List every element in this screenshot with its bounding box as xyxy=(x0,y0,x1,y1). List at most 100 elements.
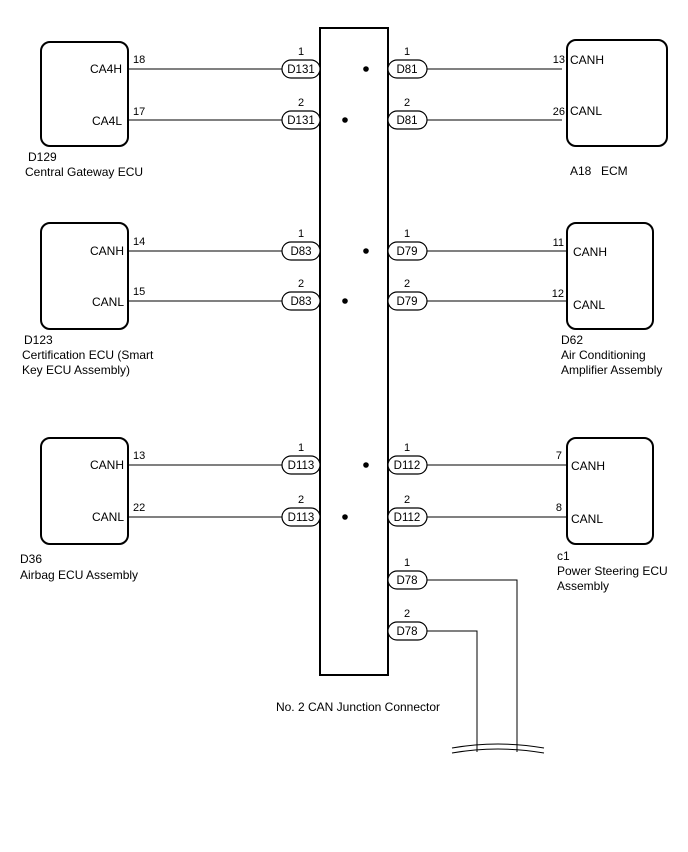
connector-pill xyxy=(387,110,428,130)
power-steering-ecu: CANH CANL 7 8 c1 Power Steering ECU Asse… xyxy=(556,450,668,593)
certification-ecu: CANH CANL 14 15 D123 Certification ECU (… xyxy=(22,236,154,377)
connector-label-d83: D83 xyxy=(290,246,311,258)
power-steering-ecu-box xyxy=(566,437,654,545)
airbag-pin-l-label: CANL xyxy=(92,510,124,524)
pin-number: 1 xyxy=(404,442,410,454)
pin-number: 2 xyxy=(298,278,304,290)
twisted-pair-mark xyxy=(451,743,545,749)
ac-pin-h-number: 11 xyxy=(553,237,564,249)
gateway-pin-h-label: CA4H xyxy=(90,62,122,76)
connector-pill xyxy=(387,507,428,527)
connector-label-d79: D79 xyxy=(396,296,417,308)
cert-code: D123 xyxy=(24,333,53,347)
gateway-pin-h-number: 18 xyxy=(133,54,145,66)
connector-pill xyxy=(281,59,321,79)
connector-pill xyxy=(387,455,428,475)
ac-code: D62 xyxy=(561,333,583,347)
pin-number: 2 xyxy=(298,97,304,109)
airbag-pin-h-label: CANH xyxy=(90,458,124,472)
ecm-pin-l-number: 26 xyxy=(553,106,565,118)
connector-labels: D131 D131 D81 D81 D83 D83 D79 D79 D113 D… xyxy=(287,64,420,638)
connector-pill xyxy=(387,291,428,311)
gateway-pin-l-number: 17 xyxy=(133,106,145,118)
ac-name-line2: Amplifier Assembly xyxy=(561,363,662,377)
connector-label-d83: D83 xyxy=(290,296,311,308)
connector-pill xyxy=(281,241,321,261)
connector-label-d78: D78 xyxy=(396,575,417,587)
connector-label-d81: D81 xyxy=(396,115,417,127)
steering-pin-l-number: 8 xyxy=(556,502,562,514)
gateway-ecu: CA4H CA4L 18 17 D129 Central Gateway ECU xyxy=(25,54,145,179)
pin-number: 1 xyxy=(298,442,304,454)
ecm-pin-l-label: CANL xyxy=(570,104,602,118)
certification-ecu-box xyxy=(40,222,129,330)
airbag-ecu: CANH CANL 13 22 D36 Airbag ECU Assembly xyxy=(20,450,145,582)
connector-label-d79: D79 xyxy=(396,246,417,258)
pin-number: 1 xyxy=(404,557,410,569)
airbag-pin-h-number: 13 xyxy=(133,450,145,462)
connector-pin-numbers: 1 2 1 2 1 2 1 2 1 2 1 2 1 2 xyxy=(298,46,410,620)
pin-number: 2 xyxy=(404,278,410,290)
ecm-name: ECM xyxy=(601,164,628,178)
gateway-name: Central Gateway ECU xyxy=(25,165,143,179)
ecm-pin-h-label: CANH xyxy=(570,53,604,67)
pin-number: 1 xyxy=(404,46,410,58)
ac-pin-l-label: CANL xyxy=(573,298,605,312)
pin-number: 1 xyxy=(404,228,410,240)
pin-number: 2 xyxy=(404,608,410,620)
connector-pill xyxy=(387,621,428,641)
connector-pill xyxy=(281,455,321,475)
pin-number: 1 xyxy=(298,228,304,240)
connector-label-d81: D81 xyxy=(396,64,417,76)
airbag-ecu-box xyxy=(40,437,129,545)
splice-dot xyxy=(363,462,369,468)
ac-pin-l-number: 12 xyxy=(552,288,564,300)
connector-label-d113: D113 xyxy=(288,512,315,524)
connector-pills xyxy=(281,59,428,641)
cert-pin-l-label: CANL xyxy=(92,295,124,309)
wire-d78-h xyxy=(427,579,518,752)
pin-number: 2 xyxy=(404,494,410,506)
ecm-pin-h-number: 13 xyxy=(553,54,565,66)
ac-name-line1: Air Conditioning xyxy=(561,348,646,362)
splice-dot xyxy=(342,298,348,304)
connector-pill xyxy=(281,110,321,130)
connector-pill xyxy=(387,241,428,261)
splice-dot xyxy=(363,248,369,254)
connector-pill xyxy=(281,291,321,311)
cert-pin-h-label: CANH xyxy=(90,244,124,258)
junction-connector-name: No. 2 CAN Junction Connector xyxy=(276,700,440,714)
junction-connector-body xyxy=(319,27,389,676)
gateway-code: D129 xyxy=(28,150,57,164)
airbag-pin-l-number: 22 xyxy=(133,502,145,514)
airbag-code: D36 xyxy=(20,552,42,566)
ac-amplifier-box xyxy=(566,222,654,330)
airbag-name: Airbag ECU Assembly xyxy=(20,568,138,582)
ecm-code: A18 xyxy=(570,164,592,178)
pin-number: 1 xyxy=(298,46,304,58)
connector-label-d112: D112 xyxy=(394,512,421,524)
ac-amplifier: CANH CANL 11 12 D62 Air Conditioning Amp… xyxy=(552,237,663,377)
steering-pin-h-number: 7 xyxy=(556,450,562,462)
gateway-ecu-box xyxy=(40,41,129,147)
splice-dot xyxy=(342,514,348,520)
connector-label-d113: D113 xyxy=(288,460,315,472)
cert-pin-l-number: 15 xyxy=(133,286,145,298)
connector-pill xyxy=(387,570,428,590)
splice-dot xyxy=(363,66,369,72)
steering-code: c1 xyxy=(557,549,570,563)
ecm: CANH CANL 13 26 A18 ECM xyxy=(553,53,628,178)
connector-label-d112: D112 xyxy=(394,460,421,472)
cert-pin-h-number: 14 xyxy=(133,236,145,248)
steering-name-line1: Power Steering ECU xyxy=(557,564,668,578)
steering-pin-l-label: CANL xyxy=(571,512,603,526)
steering-pin-h-label: CANH xyxy=(571,459,605,473)
steering-name-line2: Assembly xyxy=(557,579,609,593)
cert-name-line2: Key ECU Assembly) xyxy=(22,363,130,377)
pin-number: 2 xyxy=(298,494,304,506)
wire-d78-l xyxy=(427,630,478,752)
splice-dots xyxy=(342,66,369,520)
connector-pill xyxy=(281,507,321,527)
cert-name-line1: Certification ECU (Smart xyxy=(22,348,154,362)
